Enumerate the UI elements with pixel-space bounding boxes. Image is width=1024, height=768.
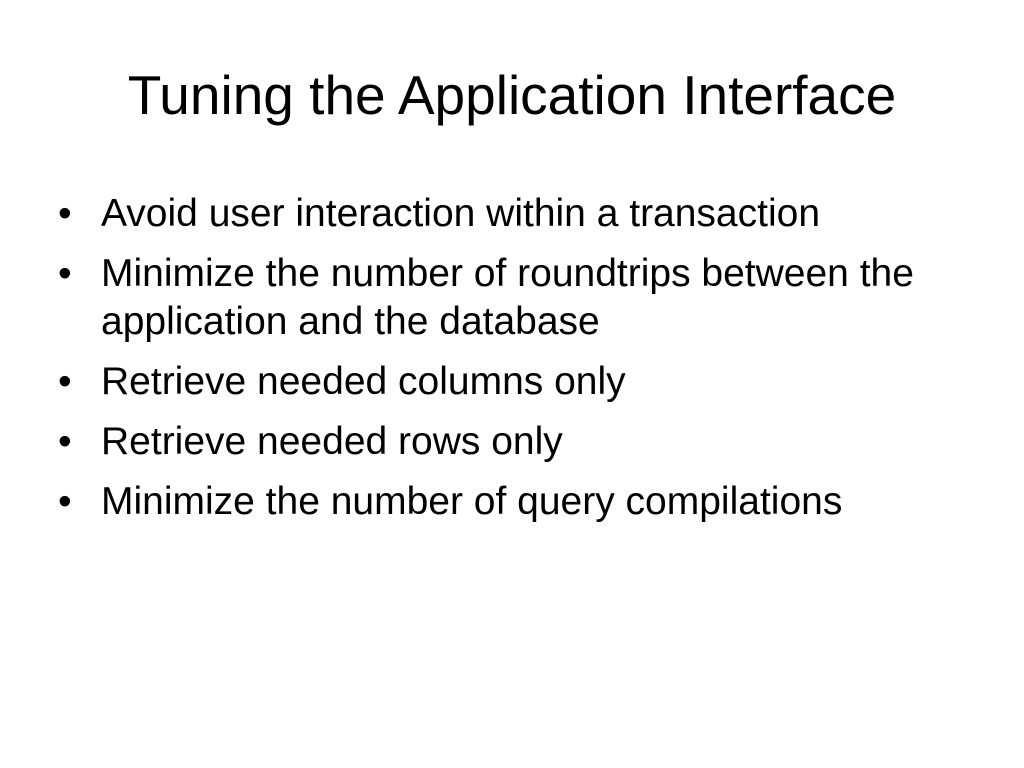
bullet-icon: •: [58, 480, 72, 523]
bullet-item: • Retrieve needed columns only: [58, 358, 978, 406]
slide-title: Tuning the Application Interface: [127, 64, 897, 126]
bullet-text: Minimize the number of query compilation…: [101, 480, 843, 523]
bullet-list: • Avoid user interaction within a transa…: [58, 190, 978, 538]
bullet-icon: •: [58, 420, 72, 463]
bullet-item: • Retrieve needed rows only: [58, 418, 978, 466]
bullet-item: • Avoid user interaction within a transa…: [58, 190, 978, 238]
bullet-item: • Minimize the number of roundtrips betw…: [58, 250, 978, 346]
bullet-icon: •: [58, 252, 72, 295]
bullet-item: • Minimize the number of query compilati…: [58, 478, 978, 526]
bullet-icon: •: [58, 360, 72, 403]
bullet-text: Avoid user interaction within a transact…: [101, 192, 821, 235]
bullet-icon: •: [58, 192, 72, 235]
bullet-text: Retrieve needed columns only: [101, 360, 626, 403]
bullet-text: Retrieve needed rows only: [101, 420, 563, 463]
bullet-text: Minimize the number of roundtrips betwee…: [101, 252, 914, 343]
